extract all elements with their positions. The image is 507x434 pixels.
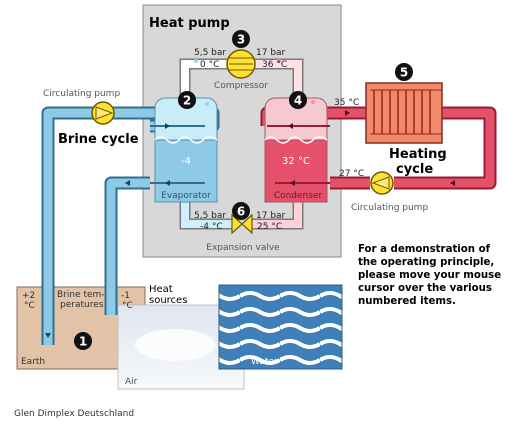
heating-arrow-icon	[450, 180, 455, 186]
brine-pump[interactable]	[91, 101, 115, 125]
heating-arrow-icon	[290, 180, 295, 186]
compressor-temp-low: 0 °C	[200, 60, 219, 70]
earth-temp-left-unit: °C	[24, 301, 35, 311]
step-number: 4	[294, 94, 302, 108]
step-number: 5	[400, 66, 408, 80]
step-badge-4[interactable]: 4	[289, 91, 307, 109]
brine-arrow-icon	[165, 180, 170, 186]
valve-label: Expansion valve	[206, 243, 280, 253]
compressor-pressure-low: 5,5 bar	[194, 48, 226, 58]
credit: Glen Dimplex Deutschland	[14, 409, 134, 419]
instruction-note: For a demonstration of the operating pri…	[358, 243, 503, 308]
heating-arrow-icon	[345, 110, 350, 116]
water-panel	[218, 284, 343, 370]
evaporator-temp: -4	[181, 156, 191, 167]
heating-pump-label: Circulating pump	[351, 203, 428, 213]
water-label: Water	[251, 357, 278, 367]
heating-flow-arrows	[288, 110, 455, 186]
heat-sources-title-1: Heat	[149, 284, 173, 295]
refrigerant-dot	[194, 59, 198, 63]
earth-label: Earth	[21, 357, 45, 367]
brine-arrow-icon	[45, 333, 51, 338]
note-line: please move your mouse	[358, 270, 502, 281]
step-number: 6	[237, 205, 245, 219]
heating-temp-return: 27 °C	[339, 169, 364, 179]
earth-temp-left: +2	[22, 291, 35, 301]
brine-cycle-title: Brine cycle	[58, 132, 139, 147]
step-badge-3[interactable]: 3	[232, 30, 250, 48]
expansion-valve[interactable]	[231, 213, 253, 235]
brine-arrow-icon	[125, 180, 130, 186]
compressor-temp-high: 36 °C	[262, 60, 287, 70]
step-number: 3	[237, 33, 245, 47]
valve-pressure-high: 17 bar	[256, 211, 286, 221]
heat-pump-title: Heat pump	[149, 16, 230, 31]
condenser-temp: 32 °C	[282, 156, 310, 167]
step-badge-6[interactable]: 6	[232, 202, 250, 220]
heating-cycle-title-2: cycle	[396, 162, 433, 177]
heat-sources-title-2: sources	[149, 295, 187, 306]
note-line: cursor over the various	[358, 283, 492, 294]
step-badge-1[interactable]: 1	[74, 332, 92, 350]
compressor-pressure-high: 17 bar	[256, 48, 286, 58]
note-line: the operating principle,	[358, 257, 495, 268]
air-label: Air	[125, 377, 138, 387]
heating-arrow-icon	[288, 123, 293, 129]
note-line: numbered items.	[358, 296, 456, 307]
valve-temp-low: -4 °C	[200, 222, 223, 232]
refrigerant-dot	[277, 59, 281, 63]
cloud-shape	[135, 329, 215, 361]
refrigerant-circuit	[179, 58, 304, 230]
note-line: For a demonstration of	[358, 244, 491, 255]
evaporator[interactable]	[150, 97, 218, 203]
evaporator-label: Evaporator	[161, 191, 211, 201]
heating-pump[interactable]	[370, 171, 394, 195]
brine-temps-label-1: Brine tem-	[57, 290, 105, 300]
refrigerant-dot	[311, 100, 315, 104]
earth-temp-right-unit: °C	[122, 301, 133, 311]
step-number: 1	[79, 335, 87, 349]
heating-cycle-title-1: Heating	[389, 147, 447, 162]
step-number: 2	[183, 94, 191, 108]
brine-arrow-icon	[165, 123, 170, 129]
radiator[interactable]	[365, 82, 443, 144]
valve-pressure-low: 5,5 bar	[194, 211, 226, 221]
condenser[interactable]	[264, 97, 330, 203]
step-badge-5[interactable]: 5	[395, 63, 413, 81]
condenser-label: Condenser	[274, 191, 323, 201]
brine-temps-label-2: peratures	[60, 300, 104, 310]
brine-pump-label: Circulating pump	[43, 89, 120, 99]
refrigerant-dot	[205, 102, 209, 106]
heating-temp-supply: 35 °C	[334, 98, 359, 108]
compressor[interactable]	[226, 49, 256, 79]
compressor-label: Compressor	[214, 81, 268, 91]
earth-temp-right: -1	[121, 291, 130, 301]
valve-temp-high: 25 °C	[257, 222, 282, 232]
step-badge-2[interactable]: 2	[178, 91, 196, 109]
